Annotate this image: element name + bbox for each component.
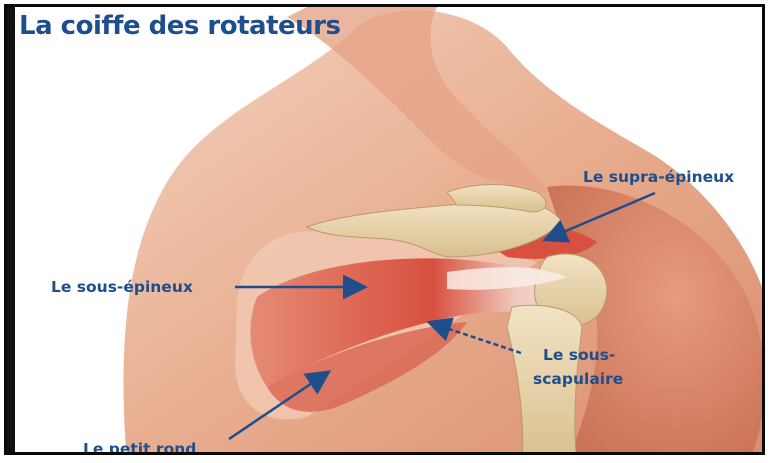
label-petit-rond: Le petit rond bbox=[83, 439, 196, 455]
label-sous-scapulaire-line1: Le sous- bbox=[543, 345, 615, 365]
label-sous-epineux: Le sous-épineux bbox=[51, 277, 193, 297]
label-supra-epineux: Le supra-épineux bbox=[583, 167, 734, 187]
page-title: La coiffe des rotateurs bbox=[19, 11, 340, 41]
shoulder-illustration bbox=[7, 7, 765, 455]
left-edge-bar bbox=[7, 7, 15, 455]
label-sous-scapulaire-line2: scapulaire bbox=[533, 369, 623, 389]
figure-frame: La coiffe des rotateurs Le supra-épineux… bbox=[4, 4, 765, 455]
